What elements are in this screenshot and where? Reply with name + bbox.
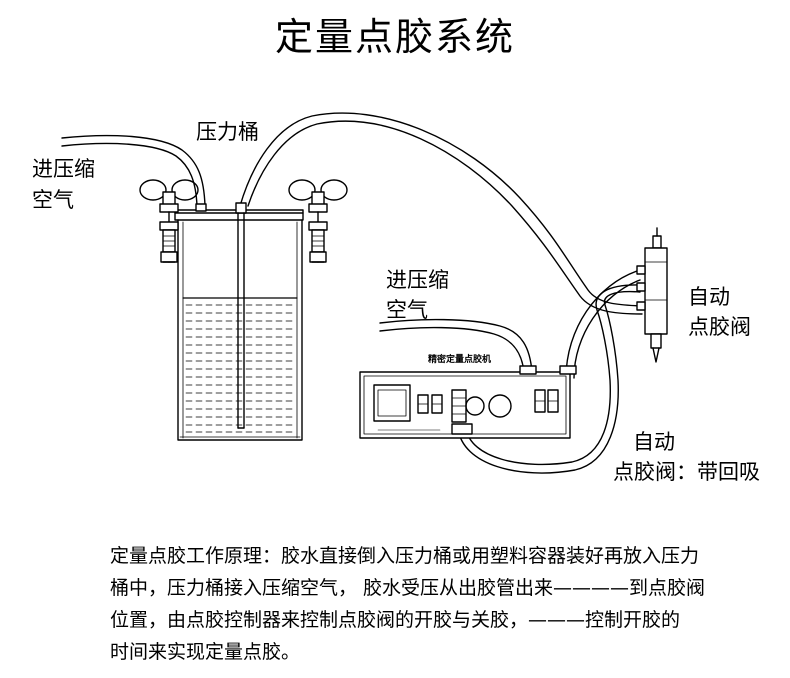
description-line-3: 位置，由点胶控制器来控制点胶阀的开胶与关胶，———控制开胶的 (110, 609, 681, 631)
dip-tube (235, 202, 247, 429)
valve-1-label-line1: 自动 (688, 285, 730, 309)
diagram-title: 定量点胶系统 (274, 15, 515, 59)
valve-2-label-line2: 点胶阀：带回吸 (613, 460, 760, 484)
wing-nut-clamp-left (139, 179, 199, 263)
description-line-1: 定量点胶工作原理：胶水直接倒入压力桶或用塑料容器装好再放入压力 (110, 545, 700, 567)
glue-liquid (185, 304, 295, 433)
valve-hose-1 (565, 269, 641, 379)
air-inlet-2-label-line2: 空气 (386, 298, 428, 322)
air-inlet-2-label-line1: 进压缩 (386, 268, 449, 292)
valve-2-label-line1: 自动 (633, 430, 675, 454)
air-inlet-1-label-line1: 进压缩 (32, 157, 95, 181)
glue-hose (239, 112, 643, 315)
controller-label: 精密定量点胶机 (428, 355, 492, 365)
pressure-bucket-label: 压力桶 (196, 120, 259, 144)
pressure-bucket (174, 209, 304, 441)
air-hose-2 (379, 318, 533, 373)
air-inlet-fitting (195, 203, 207, 212)
air-inlet-1-label-line2: 空气 (32, 188, 74, 212)
description-line-2: 桶中，压力桶接入压缩空气， 胶水受压从出胶管出来————到点胶阀 (110, 577, 706, 599)
description-line-4: 时间来实现定量点胶。 (110, 641, 301, 663)
dispensing-valve (636, 227, 668, 363)
dispenser-controller (359, 365, 577, 439)
valve-hose-2 (457, 284, 641, 474)
valve-1-label-line2: 点胶阀 (688, 315, 751, 339)
wing-nut-clamp-right (288, 179, 348, 263)
working-principle-description: 定量点胶工作原理：胶水直接倒入压力桶或用塑料容器装好再放入压力 桶中，压力桶接入… (110, 540, 760, 668)
